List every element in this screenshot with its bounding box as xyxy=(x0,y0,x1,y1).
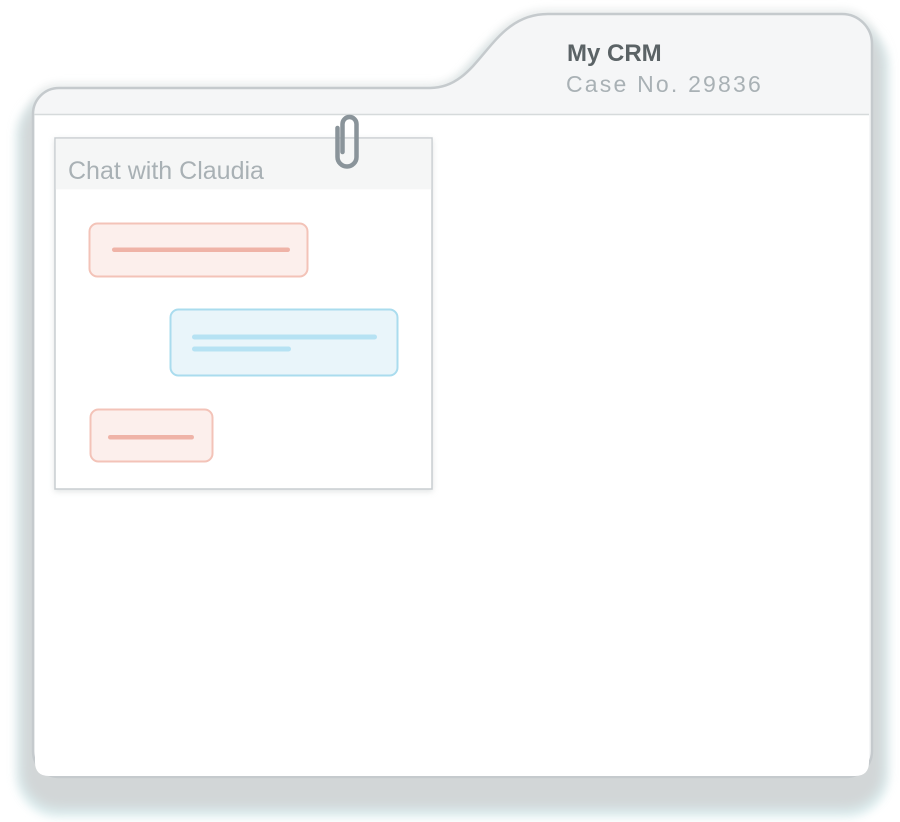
chat-card: Chat with Claudia xyxy=(54,137,433,490)
folder-tab-title: My CRM xyxy=(567,40,662,67)
chat-bubble-contact-1 xyxy=(88,222,309,278)
chat-bubble-text-line xyxy=(192,334,377,340)
chat-bubble-user-1 xyxy=(169,308,399,377)
chat-bubble-contact-2 xyxy=(89,408,214,463)
chat-bubble xyxy=(169,308,399,377)
paperclip-icon xyxy=(335,114,359,169)
chat-card-title: Chat with Claudia xyxy=(68,157,264,185)
chat-card-header xyxy=(55,138,432,190)
chat-bubble-text-line xyxy=(108,435,194,440)
folder-case-number: Case No. 29836 xyxy=(566,71,763,97)
chat-bubble-text-line xyxy=(112,247,290,252)
chat-bubble-text-line xyxy=(192,346,291,352)
